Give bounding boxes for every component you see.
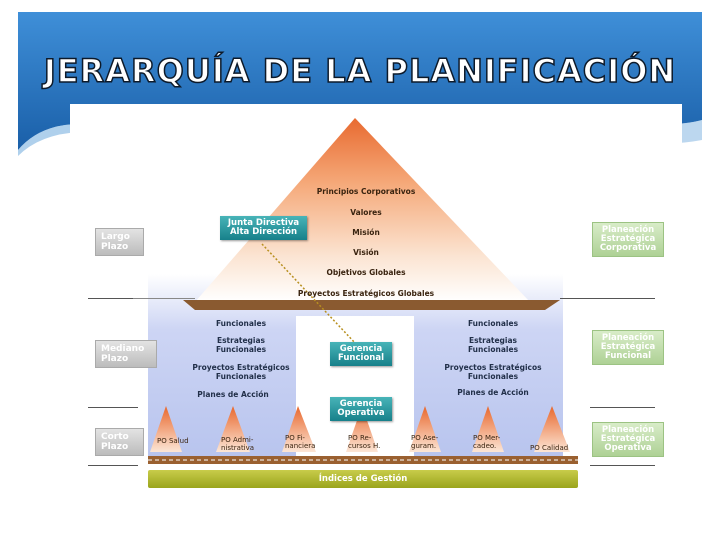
horizon-long-line1: Largo — [101, 232, 130, 242]
separator-line — [88, 465, 138, 466]
separator-line — [590, 465, 655, 466]
level-mission: Misión — [352, 228, 380, 237]
horizon-short-term: Corto Plazo — [95, 428, 144, 456]
indices-label: Índices de Gestión — [318, 474, 408, 484]
planning-operational: Planeación Estratégica Operativa — [592, 422, 664, 457]
junta-directiva-box: Junta Directiva Alta Dirección — [220, 216, 307, 240]
planning-operational-line3: Operativa — [604, 443, 652, 453]
level-global-projects: Proyectos Estratégicos Globales — [297, 289, 435, 298]
level-vision: Visión — [353, 248, 379, 257]
level-principles: Principios Corporativos — [316, 187, 416, 196]
left-proyectos-line1: Proyectos Estratégicos — [192, 363, 290, 372]
separator-line — [590, 407, 655, 408]
planning-functional-line3: Funcional — [605, 351, 651, 361]
operational-base — [148, 456, 578, 464]
right-planes: Planes de Acción — [457, 388, 529, 397]
right-proyectos-line2: Funcionales — [467, 372, 519, 381]
planning-operational-line1: Planeación — [601, 425, 655, 435]
junta-line1: Junta Directiva — [227, 218, 300, 228]
left-estrategias-line2: Funcionales — [215, 345, 267, 354]
gerencia-operativa-box: Gerencia Operativa — [330, 397, 392, 421]
po-admin-line2: nistrativa — [221, 444, 255, 452]
po-fin-line2: nanciera — [285, 442, 316, 450]
planning-corporate-line2: Estratégica — [600, 234, 656, 244]
horizon-long-term: Largo Plazo — [95, 228, 144, 256]
horizon-medium-line1: Mediano — [101, 344, 145, 354]
horizon-short-line2: Plazo — [101, 442, 129, 452]
po-rh-line1: PO Re- — [348, 434, 372, 442]
po-salud-line1: PO Salud — [157, 437, 189, 445]
gerencia-operativa-line2: Operativa — [337, 408, 385, 418]
po-aseguramiento: PO Ase- guram. — [411, 434, 438, 450]
horizon-long-line2: Plazo — [101, 242, 129, 252]
right-estrategias: Estrategias Funcionales — [468, 336, 518, 354]
planning-corporate: Planeación Estratégica Corporativa — [592, 222, 664, 257]
po-cal-line1: PO Calidad — [530, 444, 569, 452]
po-mer-line1: PO Mer- — [473, 434, 501, 442]
po-admin-line1: PO Admi- — [221, 436, 254, 444]
po-ase-line1: PO Ase- — [411, 434, 439, 442]
indices-bar — [148, 470, 578, 488]
main-pyramid — [195, 118, 530, 302]
right-proyectos-line1: Proyectos Estratégicos — [444, 363, 542, 372]
po-salud: PO Salud — [157, 437, 189, 445]
left-estrategias-line1: Estrategias — [216, 336, 266, 345]
right-estrategias-line1: Estrategias — [468, 336, 518, 345]
horizon-short-line1: Corto — [101, 432, 129, 442]
gerencia-operativa-line1: Gerencia — [339, 399, 383, 409]
planning-corporate-line1: Planeación — [601, 225, 655, 235]
right-proyectos: Proyectos Estratégicos Funcionales — [444, 363, 541, 381]
separator-line — [88, 407, 138, 408]
left-planes: Planes de Acción — [197, 390, 269, 399]
junta-line2: Alta Dirección — [229, 227, 298, 237]
separator-line — [560, 298, 655, 299]
gerencia-funcional-line2: Funcional — [338, 353, 384, 363]
po-rh-line2: cursos H. — [348, 442, 381, 450]
planning-functional-line2: Estratégica — [600, 342, 656, 352]
level-values: Valores — [350, 208, 382, 217]
gerencia-funcional-box: Gerencia Funcional — [330, 342, 392, 366]
slide-title: JERARQUÍA DE LA PLANIFICACIÓN — [43, 51, 677, 91]
po-ase-line2: guram. — [411, 442, 437, 450]
junta-connector — [261, 243, 357, 345]
planning-functional: Planeación Estratégica Funcional — [592, 330, 664, 365]
planning-operational-line2: Estratégica — [600, 434, 656, 444]
left-funcionales: Funcionales — [215, 319, 267, 328]
pyramid-shelf — [183, 300, 560, 310]
left-proyectos: Proyectos Estratégicos Funcionales — [192, 363, 289, 381]
right-estrategias-line2: Funcionales — [467, 345, 519, 354]
planning-corporate-line3: Corporativa — [599, 243, 657, 253]
right-funcionales: Funcionales — [467, 319, 519, 328]
po-financiera: PO Fi- nanciera — [285, 434, 315, 450]
planning-functional-line1: Planeación — [601, 333, 655, 343]
po-calidad: PO Calidad — [530, 444, 568, 452]
gerencia-funcional-line1: Gerencia — [339, 344, 383, 354]
horizon-medium-term: Mediano Plazo — [95, 340, 157, 368]
separator-line — [133, 298, 195, 299]
po-mercadeo: PO Mer- cadeo. — [473, 434, 500, 450]
operational-pyramids — [150, 406, 570, 452]
po-recursos-humanos: PO Re- cursos H. — [348, 434, 380, 450]
po-fin-line1: PO Fi- — [285, 434, 305, 442]
level-global-objectives: Objetivos Globales — [326, 268, 406, 277]
separator-line — [88, 298, 133, 299]
po-administrativa: PO Admi- nistrativa — [221, 436, 254, 452]
horizon-medium-line2: Plazo — [101, 354, 129, 364]
left-estrategias: Estrategias Funcionales — [216, 336, 266, 354]
po-mer-line2: cadeo. — [473, 442, 497, 450]
left-proyectos-line2: Funcionales — [215, 372, 267, 381]
